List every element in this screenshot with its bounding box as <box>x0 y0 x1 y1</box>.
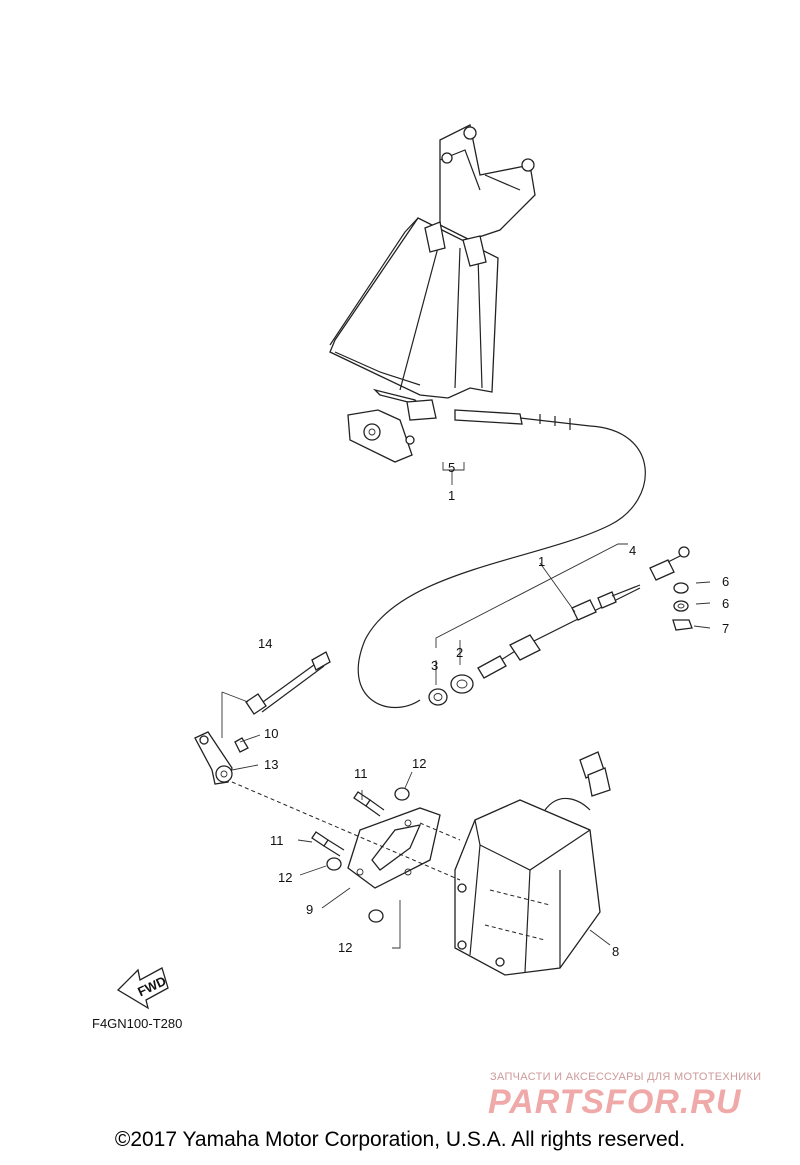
diagram-code: F4GN100-T280 <box>92 1016 183 1031</box>
fwd-arrow-icon: FWD <box>116 967 169 1010</box>
leader-lines <box>221 462 711 949</box>
callout-9: 9 <box>306 902 313 917</box>
callout-12b: 12 <box>278 870 292 885</box>
callout-8: 8 <box>612 944 619 959</box>
callout-13: 13 <box>264 757 278 772</box>
callout-3: 3 <box>431 658 438 673</box>
callout-11a: 11 <box>354 766 368 781</box>
callout-11b: 11 <box>270 833 284 848</box>
bolts <box>311 787 410 923</box>
watermark-tagline: ЗАПЧАСТИ И АКСЕССУАРЫ ДЛЯ МОТОТЕХНИКИ <box>490 1071 762 1083</box>
callout-12c: 12 <box>338 940 352 955</box>
steering-column-housing <box>329 124 536 463</box>
callout-14: 14 <box>258 636 272 651</box>
callout-1-top: 1 <box>448 488 455 503</box>
callout-2: 2 <box>456 645 463 660</box>
linkage-rod <box>245 651 331 715</box>
callout-12a: 12 <box>412 756 426 771</box>
copyright: ©2017 Yamaha Motor Corporation, U.S.A. A… <box>114 1128 686 1151</box>
callout-4: 4 <box>629 543 636 558</box>
callout-7: 7 <box>722 621 729 636</box>
throttle-cable <box>357 409 690 709</box>
control-box <box>454 751 611 976</box>
lever-arm <box>194 731 249 785</box>
callout-1-mid: 1 <box>538 554 545 569</box>
mounting-plate <box>347 807 441 889</box>
hardware-small <box>428 582 693 706</box>
callout-10: 10 <box>264 726 278 741</box>
callout-5: 5 <box>448 460 455 475</box>
callout-6a: 6 <box>722 574 729 589</box>
watermark-brand: PARTSFOR.RU <box>488 1083 742 1121</box>
callout-6b: 6 <box>722 596 729 611</box>
